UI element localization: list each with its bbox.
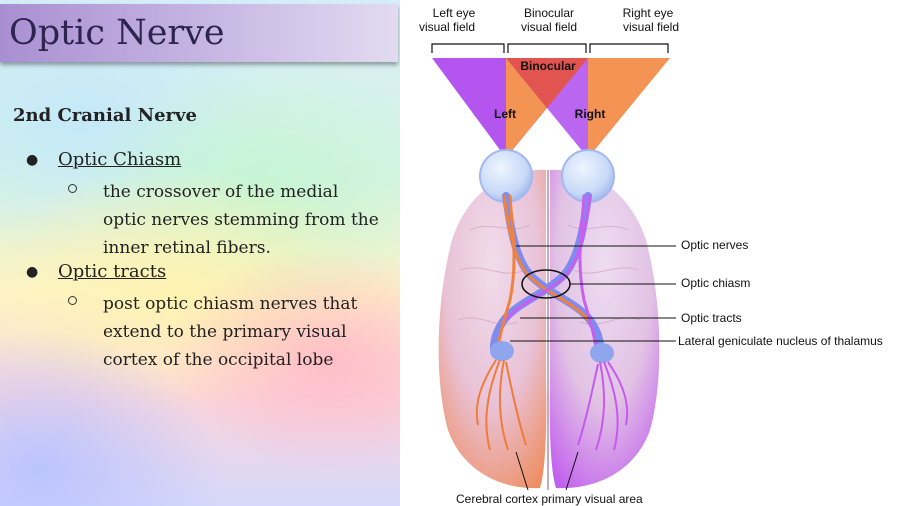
bullet-heading: Optic tracts [58, 261, 167, 282]
optic-nerves-callout: Optic nerves [681, 238, 748, 252]
optic-tracts-callout: Optic tracts [681, 311, 742, 325]
optic-chiasm-callout: Optic chiasm [681, 276, 750, 290]
sub-bullet-circle-icon [68, 296, 77, 305]
callout-lines [510, 245, 676, 342]
right-hemisphere [549, 169, 660, 489]
right-lgn [590, 343, 614, 363]
sub-bullet-text: the crossover of the medial optic nerves… [103, 182, 379, 258]
left-field-header-line2: visual field [419, 20, 475, 34]
right-field-header-line1: Right eye [623, 6, 674, 20]
left-label: Left [494, 107, 516, 121]
left-lgn [490, 341, 514, 361]
binocular-header-line2: visual field [521, 20, 577, 34]
lgn-callout: Lateral geniculate nucleus of thalamus [678, 334, 883, 348]
binocular-field [506, 58, 588, 108]
slide-subtitle: 2nd Cranial Nerve [13, 105, 197, 126]
bullet-dot-icon: ● [26, 264, 39, 280]
text-panel: Optic Nerve 2nd Cranial Nerve ● Optic Ch… [0, 0, 400, 506]
title-bar: Optic Nerve [0, 4, 398, 62]
cortex-pointer-lines [515, 451, 579, 491]
sub-bullet-circle-icon [68, 184, 77, 193]
visual-pathway-diagram: Left eye visual field Binocular visual f… [419, 6, 883, 506]
right-field-header-line2: visual field [623, 20, 679, 34]
left-field-header-line1: Left eye [433, 6, 476, 20]
cortex-callout: Cerebral cortex primary visual area [456, 492, 643, 506]
slide-title: Optic Nerve [9, 13, 225, 53]
right-label: Right [575, 107, 606, 121]
sub-bullet-text: post optic chiasm nerves that extend to … [103, 294, 358, 370]
optic-radiations [475, 359, 629, 451]
left-hemisphere [438, 169, 547, 489]
field-brackets [431, 43, 669, 53]
bullet-dot-icon: ● [26, 152, 39, 168]
bullet-heading: Optic Chiasm [58, 149, 182, 170]
binocular-label: Binocular [520, 59, 576, 73]
binocular-header-line1: Binocular [524, 6, 574, 20]
right-visual-field [588, 58, 670, 158]
